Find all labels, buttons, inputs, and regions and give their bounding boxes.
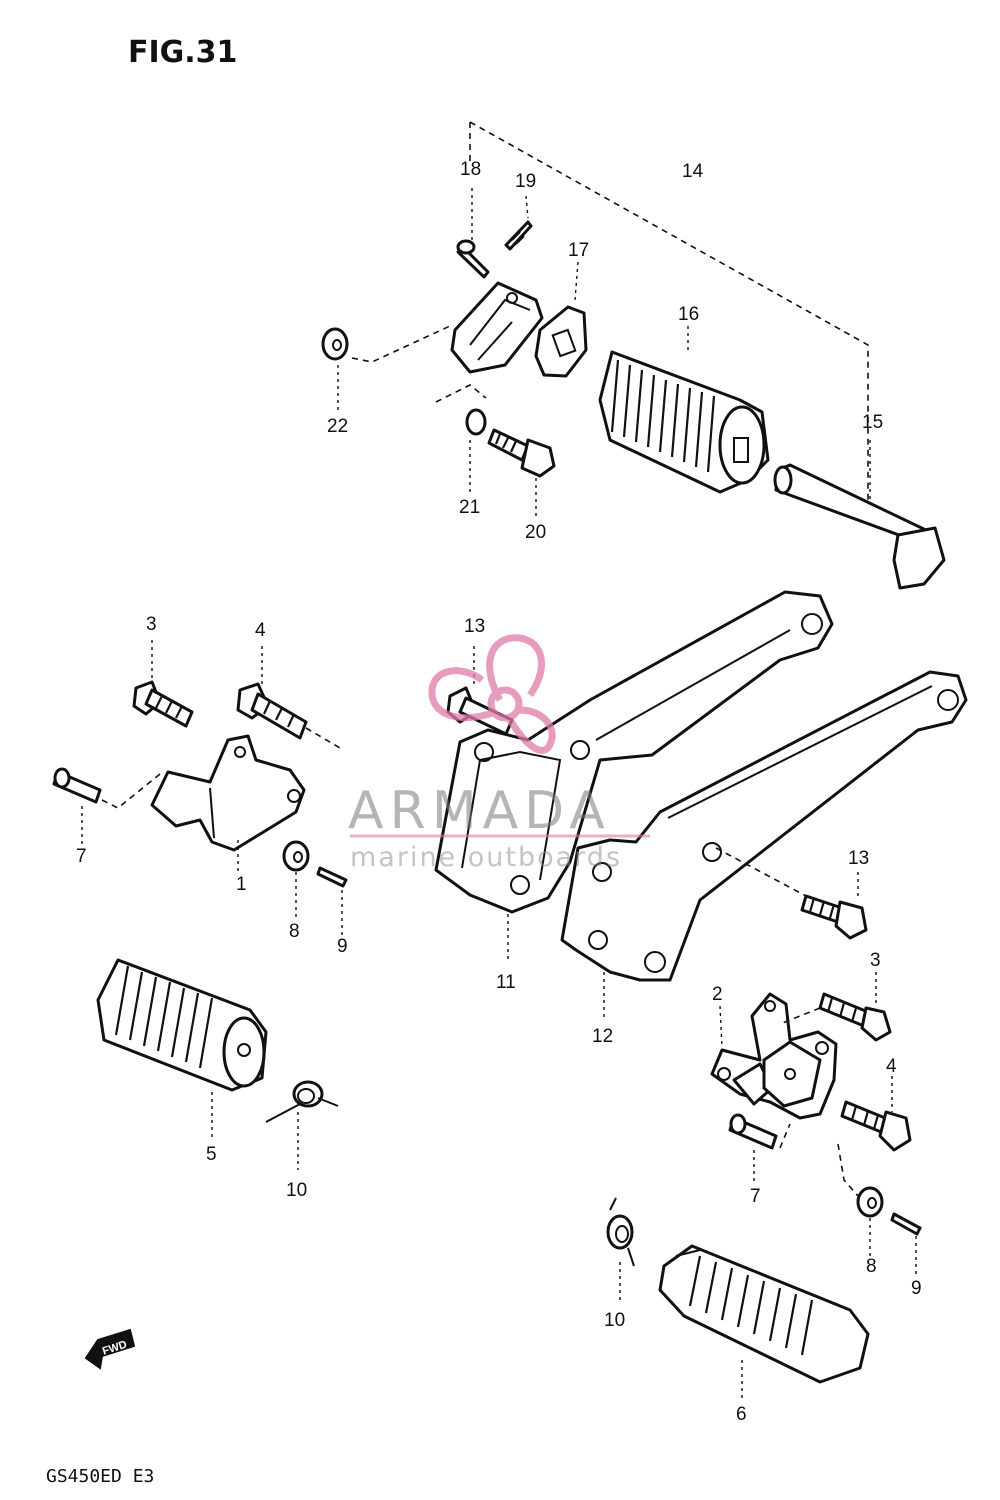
callout-labels: 1 2 3 3 4 4 5 6 7 7 8 8 9 9 10 10 11 12 … [76,159,922,1425]
callout-7-right: 7 [750,1186,761,1207]
part-21-washer [435,384,487,495]
model-code: GS450ED E3 [46,1466,154,1487]
callout-3-left: 3 [146,614,157,635]
callout-18: 18 [460,159,481,180]
part-4-bolt-left [236,646,341,749]
part-10-spring-right [606,1197,635,1300]
callout-8-left: 8 [289,921,300,942]
part-7-pin-right [728,1113,791,1184]
part-8-washer-left [282,840,310,918]
callout-1: 1 [236,874,247,895]
callout-4-right: 4 [886,1056,897,1077]
figure-title: FIG.31 [128,35,237,70]
part-9-cotter-right [890,1212,922,1276]
part-17-shim [534,261,588,378]
part-8-washer-right [837,1143,884,1256]
callout-2: 2 [712,984,723,1005]
callout-3-right: 3 [870,950,881,971]
part-6-footrest-right [658,1244,870,1400]
part-2-footrest-bracket [710,992,838,1120]
part-1-footrest-bracket [150,734,306,872]
callout-13-top: 13 [464,616,485,637]
callout-22: 22 [327,416,348,437]
callout-10-left: 10 [286,1180,307,1201]
part-19-cotter-pin [504,195,533,251]
callout-12: 12 [592,1026,613,1047]
callout-20: 20 [525,522,546,543]
callout-15: 15 [862,412,883,433]
part-13-bolt-right [715,847,868,940]
callout-4-left: 4 [255,620,266,641]
part-9-cotter-left [316,866,348,936]
callout-14: 14 [682,161,704,182]
part-11-rear-bracket [434,590,834,962]
part-16-footrest-rubber [598,326,770,494]
assembly-14-frame [469,121,869,505]
callout-11: 11 [496,972,516,993]
callout-19: 19 [515,171,536,192]
callout-9-right: 9 [911,1278,922,1299]
part-3-bolt-right [779,972,892,1042]
propeller-logo-icon [428,634,556,754]
callout-16: 16 [678,304,699,325]
callout-21: 21 [459,497,480,518]
callout-8-right: 8 [866,1256,877,1277]
callout-5: 5 [206,1144,217,1165]
part-4-bolt-right [840,1076,912,1152]
part-3-bolt-left [132,640,194,728]
part-14-bracket [450,281,544,374]
part-5-footrest-left [96,958,268,1138]
part-7-pin-left [52,767,161,848]
callout-17: 17 [568,240,589,261]
part-12-rear-bracket [560,670,968,1018]
part-20-bolt [487,428,556,518]
callout-10-right: 10 [604,1310,625,1331]
part-18-pin [456,188,490,279]
callout-13-right: 13 [848,848,869,869]
watermark-tagline: marine outboards [350,842,622,873]
part-22-washer [321,325,451,410]
callout-9-left: 9 [337,936,348,957]
part-10-spring-left [265,1080,339,1170]
watermark-brand: ARMADA [348,781,611,841]
part-15-footrest-shaft [773,440,946,590]
callout-7-left: 7 [76,846,87,867]
fwd-arrow-icon: FWD [84,1328,136,1370]
armada-watermark: ARMADA marine outboards [348,634,650,873]
callout-6: 6 [736,1404,747,1425]
